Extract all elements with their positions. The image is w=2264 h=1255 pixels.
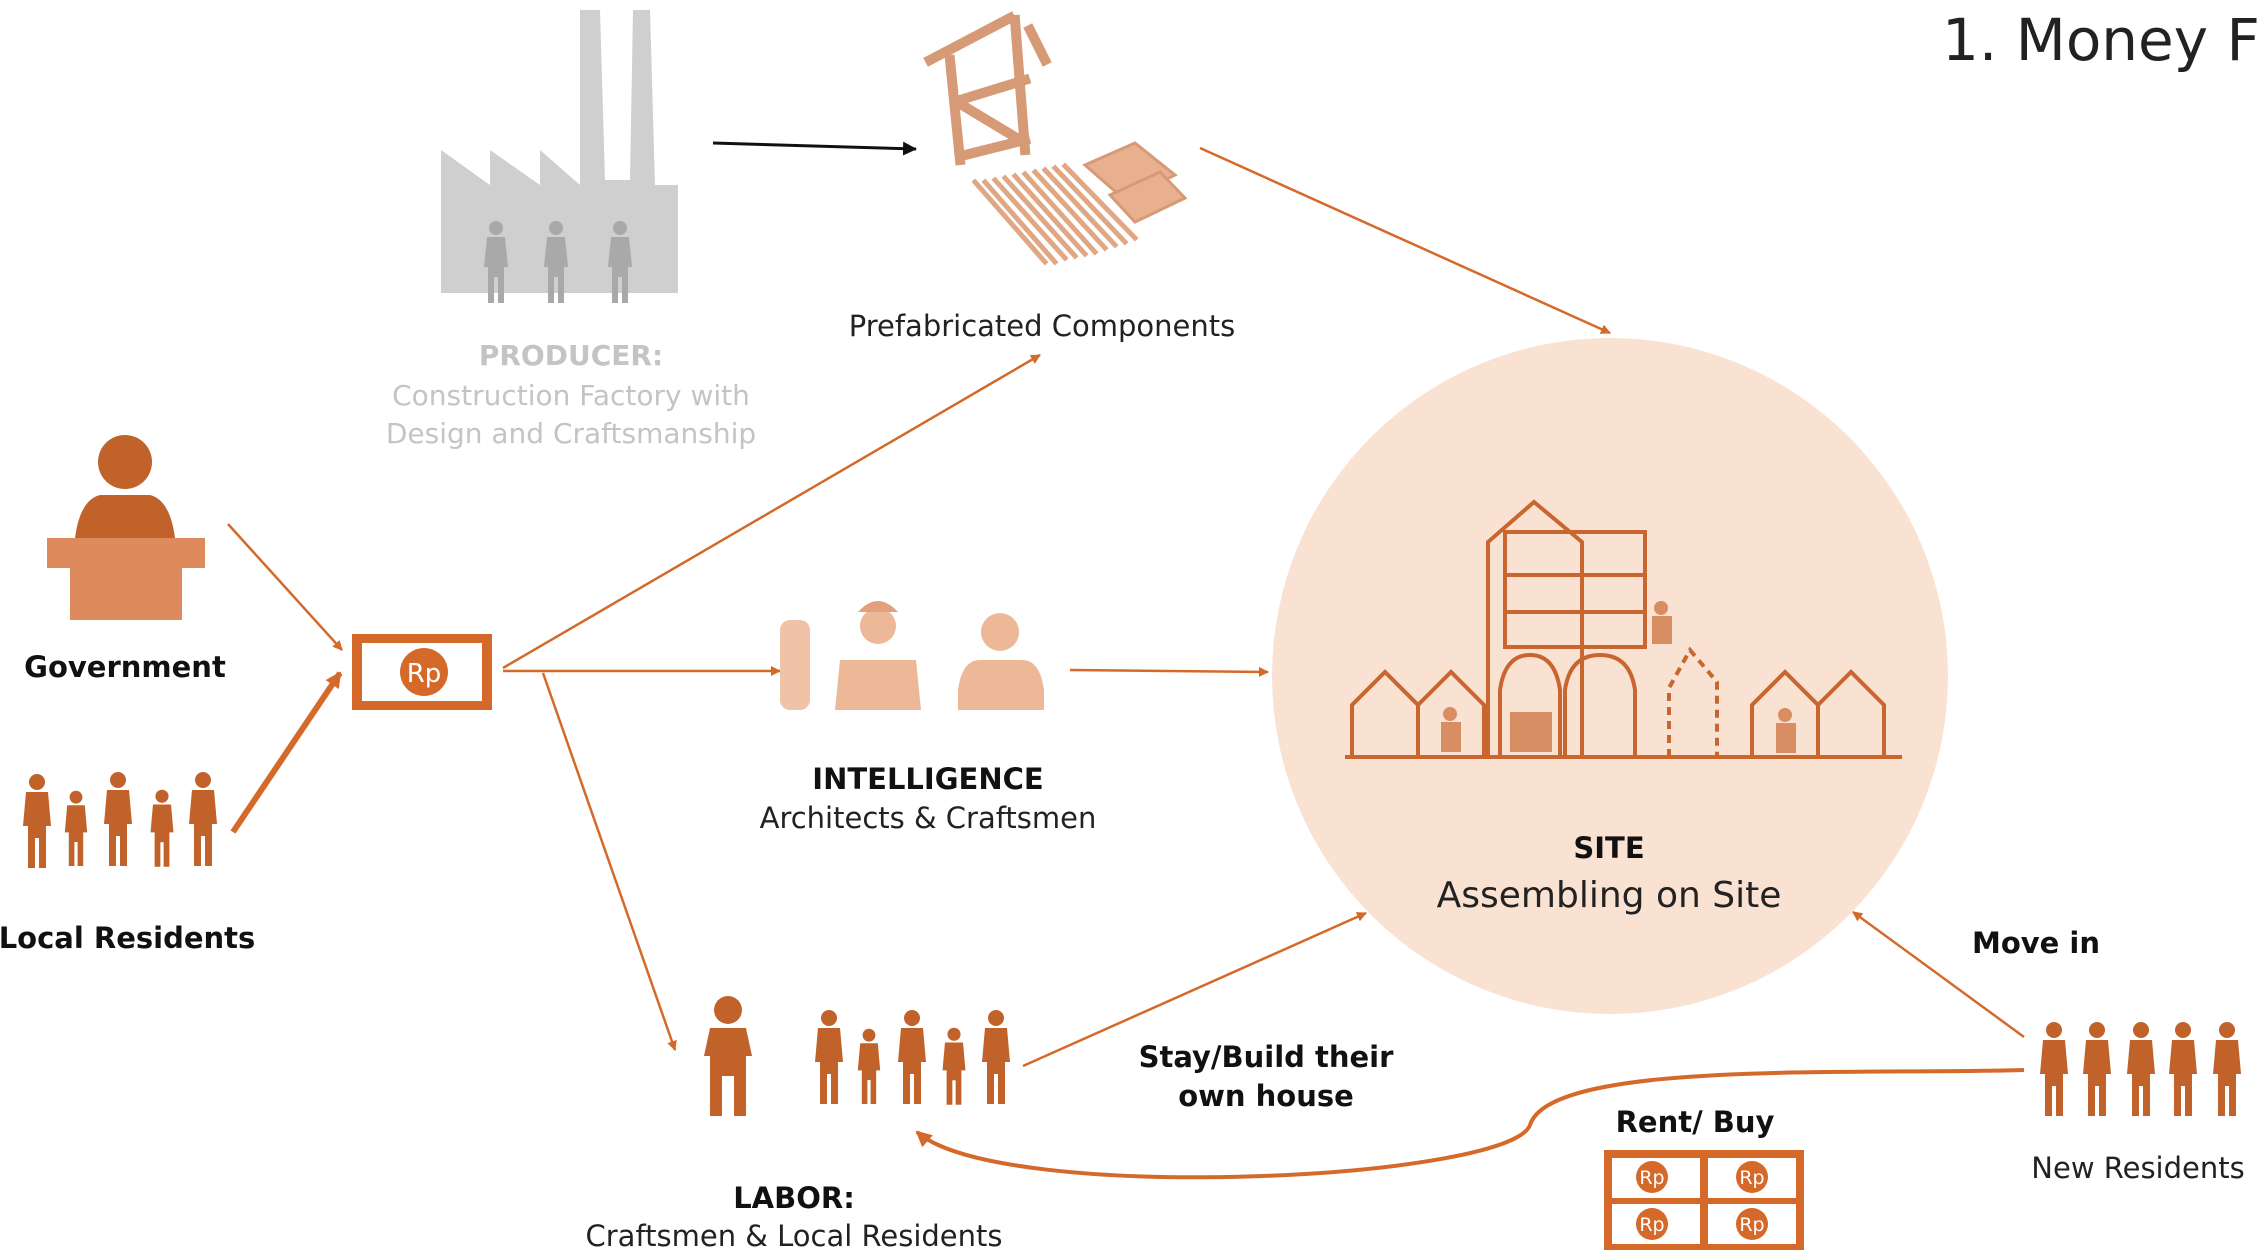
- money-stack-symbol-4: Rp: [1739, 1214, 1764, 1236]
- arrow-residents-to-money: [230, 671, 343, 834]
- flow-arrows: [227, 141, 2025, 1180]
- producer-line-2: Design and Craftsmanship: [385, 417, 757, 450]
- money-stack-icon: [1604, 1150, 1804, 1250]
- labor-workers-icon: [704, 996, 1010, 1116]
- money-stack-symbol-2: Rp: [1739, 1167, 1764, 1189]
- architect-craftsman-icon: [780, 601, 1044, 710]
- move-in-label: Move in: [1971, 926, 2101, 960]
- page-title: 1. Money Fl: [1942, 6, 2264, 74]
- arrow-factory-to-prefab: [712, 141, 917, 156]
- arrow-money-to-prefab: [502, 353, 1041, 670]
- site-sub: Assembling on Site: [1436, 875, 1782, 916]
- money-stack-symbol-1: Rp: [1639, 1167, 1664, 1189]
- arrow-government-to-money: [227, 523, 343, 651]
- site-building-icon: [1345, 499, 1902, 759]
- arrow-money-to-labor: [541, 672, 677, 1051]
- money-note-symbol: Rp: [407, 659, 442, 689]
- government-label: Government: [24, 650, 226, 684]
- site-heading: SITE: [1573, 831, 1645, 865]
- arrow-intelligence-to-site: [1069, 666, 1269, 677]
- producer-line-1: Construction Factory with: [392, 379, 750, 412]
- arrow-prefab-to-site: [1199, 146, 1611, 335]
- rent-buy-label: Rent/ Buy: [1615, 1105, 1775, 1139]
- producer-heading: PRODUCER:: [478, 339, 664, 372]
- intelligence-sub: Architects & Craftsmen: [759, 801, 1097, 835]
- prefab-components-icon: [923, 11, 1188, 266]
- government-speaker-icon: [47, 435, 205, 620]
- money-stack-symbol-3: Rp: [1639, 1214, 1664, 1236]
- stay-build-line-1: Stay/Build their: [1138, 1040, 1394, 1074]
- arrow-labor-to-site: [1022, 911, 1367, 1068]
- prefab-label: Prefabricated Components: [848, 309, 1236, 343]
- arrow-newresidents-to-labor: [915, 1068, 2025, 1180]
- money-note-icon: [352, 634, 492, 710]
- stay-build-line-2: own house: [1178, 1079, 1354, 1113]
- arrow-newresidents-to-site: [1852, 910, 2025, 1039]
- intelligence-heading: INTELLIGENCE: [812, 762, 1044, 796]
- labor-sub: Craftsmen & Local Residents: [585, 1219, 1003, 1253]
- family-icon: [23, 772, 217, 868]
- local-residents-label: Local Residents: [0, 921, 256, 955]
- factory-icon: [441, 10, 678, 303]
- site-circle: [1272, 338, 1948, 1014]
- new-residents-icon: [2040, 1022, 2241, 1116]
- new-residents-label: New Residents: [2031, 1151, 2245, 1185]
- labor-heading: LABOR:: [733, 1181, 855, 1215]
